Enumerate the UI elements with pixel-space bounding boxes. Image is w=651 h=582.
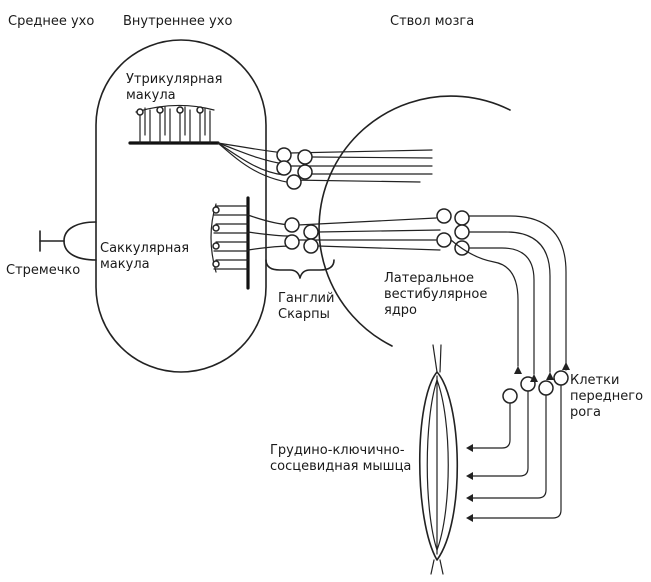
label-middle-ear: Среднее ухо: [8, 14, 94, 29]
label-lateral-vestibular-nucleus-2: вестибулярное: [384, 287, 487, 302]
label-utricular-macula-2: макула: [126, 88, 176, 103]
stapes-shape: [40, 222, 96, 260]
neuromuscular-arrowheads: [466, 444, 473, 522]
label-sternocleidomastoid-1: Грудино-ключично-: [270, 443, 405, 458]
label-utricular-macula-1: Утрикулярная: [126, 72, 222, 87]
saccular-nerve-fibers: [248, 215, 440, 250]
label-stapes: Стремечко: [6, 263, 80, 278]
lateral-vestibular-nucleus-cells: [437, 209, 469, 255]
label-scarpa-ganglion-2: Скарпы: [278, 307, 330, 322]
label-anterior-horn-cells-2: переднего: [570, 389, 643, 404]
label-scarpa-ganglion-1: Ганглий: [278, 291, 334, 306]
label-sternocleidomastoid-2: сосцевидная мышца: [270, 459, 411, 474]
label-saccular-macula-2: макула: [100, 257, 150, 272]
motor-fibers: [472, 385, 561, 518]
label-lateral-vestibular-nucleus-1: Латеральное: [384, 271, 474, 286]
label-anterior-horn-cells-3: рога: [570, 405, 601, 420]
scarpa-ganglion-cells: [277, 148, 318, 253]
sternocleidomastoid-muscle: [420, 345, 458, 574]
utricular-macula-shape: [130, 105, 218, 143]
utricular-nerve-fibers: [218, 143, 432, 184]
label-saccular-macula-1: Саккулярная: [100, 241, 189, 256]
saccular-macula-shape: [211, 198, 248, 288]
label-anterior-horn-cells-1: Клетки: [570, 373, 619, 388]
label-brainstem: Ствол мозга: [390, 14, 474, 29]
label-inner-ear: Внутреннее ухо: [123, 14, 232, 29]
anterior-horn-cells: [503, 362, 570, 403]
label-lateral-vestibular-nucleus-3: ядро: [384, 303, 417, 318]
